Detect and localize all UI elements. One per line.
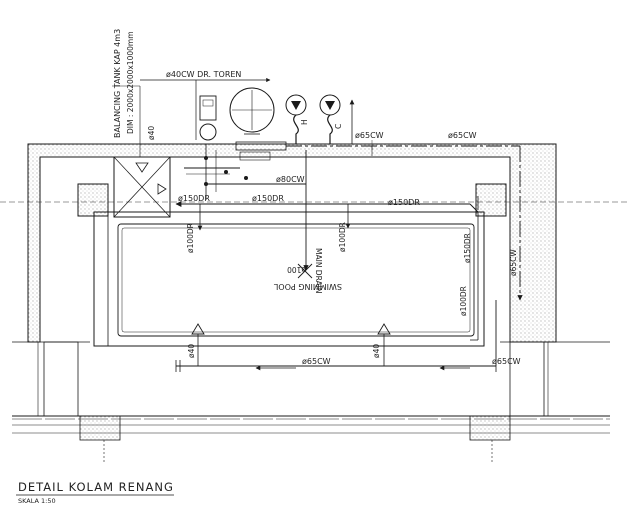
- pool-structure: [0, 140, 630, 462]
- label-o65cw-top-a: ø65CW: [355, 131, 384, 140]
- sand-filter-tank: [229, 87, 275, 133]
- label-dr-toren: ø40CW DR. TOREN: [166, 70, 241, 79]
- pump-circle-left: [199, 123, 217, 141]
- label-o100dr-c: ø100DR: [459, 286, 468, 316]
- label-o150dr-c: ø150DR: [388, 198, 420, 207]
- drawing-title: DETAIL KOLAM RENANG: [18, 480, 174, 494]
- pump-c-label: C: [334, 124, 343, 129]
- label-o40-a: ø40: [187, 344, 196, 358]
- label-o65cw-bot-a: ø65CW: [302, 357, 331, 366]
- tank-label-line2: DIM : 2000x2000x1000mm: [126, 31, 135, 134]
- title-block: DETAIL KOLAM RENANG SKALA 1:50: [16, 480, 174, 505]
- annotations: BALANCING TANK KAP 4m3 DIM : 2000x2000x1…: [113, 29, 521, 366]
- label-swimming-pool: SWIMMING POOL: [273, 282, 342, 291]
- label-o100dr-a: ø100DR: [186, 223, 195, 253]
- equipment-top: H C: [140, 77, 355, 200]
- piping: [175, 145, 523, 372]
- label-o80cw: ø80CW: [276, 175, 305, 184]
- column-left: [77, 183, 109, 217]
- pool-basin-outer: [93, 211, 485, 347]
- pump-h-label: H: [300, 119, 309, 125]
- label-o150dr-v: ø150DR: [463, 233, 472, 263]
- label-o40-b: ø40: [372, 344, 381, 358]
- filter-unit: [199, 95, 217, 121]
- tank-label-line1: BALANCING TANK KAP 4m3: [113, 29, 122, 138]
- pool-outer-wall: [27, 143, 557, 343]
- pool-basin-innermost: [121, 227, 471, 333]
- label-o40-top: ø40: [147, 126, 156, 140]
- label-o150dr-a: ø150DR: [178, 194, 210, 203]
- pool-basin-inner: [117, 223, 475, 337]
- label-main-drain: MAIN DRAIN: [314, 248, 323, 293]
- label-o100: ø100: [287, 265, 306, 274]
- label-o100dr-b: ø100DR: [338, 222, 347, 252]
- label-o150dr-b: ø150DR: [252, 194, 284, 203]
- drawing-scale: SKALA 1:50: [18, 497, 56, 505]
- inlet-left: [191, 323, 205, 335]
- balancing-tank: [112, 85, 171, 218]
- inlet-right: [377, 323, 391, 335]
- label-o65cw-v: ø65CW: [509, 249, 518, 276]
- column-right: [475, 183, 507, 217]
- label-o65cw-bot-b: ø65CW: [492, 357, 521, 366]
- label-o65cw-top-b: ø65CW: [448, 131, 477, 140]
